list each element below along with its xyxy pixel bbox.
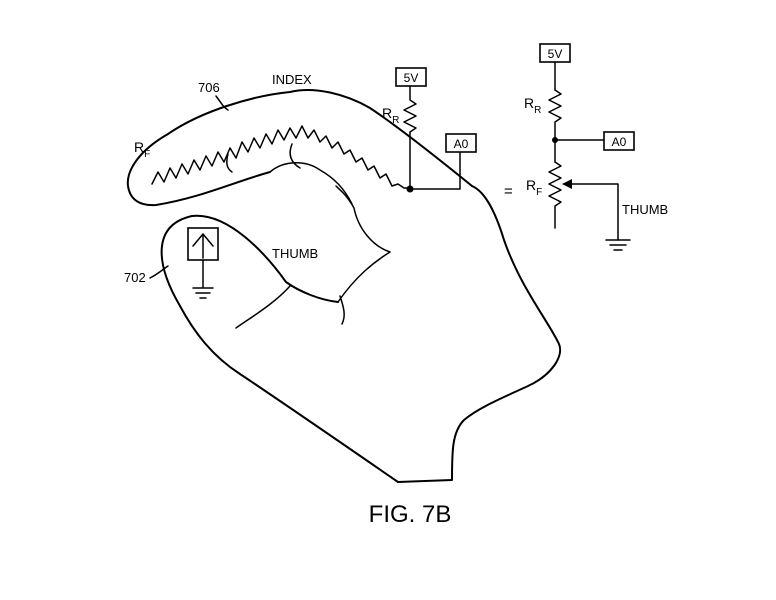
finger-resistor-zigzag xyxy=(151,125,411,189)
equivalent-circuit: 5V A0 xyxy=(539,43,635,251)
eq-wiper-line xyxy=(563,183,619,241)
figure-caption: FIG. 7B xyxy=(369,501,452,528)
eq-reference-resistor xyxy=(548,89,562,141)
index-underside-line xyxy=(269,162,353,205)
eq-wiper-arrowhead xyxy=(562,179,572,189)
thumb-sensor-arrow xyxy=(192,233,214,259)
thumb-ground-symbol xyxy=(192,259,214,299)
finger-resistor-label: RF xyxy=(134,139,150,160)
eq-output-label: A0 xyxy=(612,135,627,149)
hand-supply-label: 5V xyxy=(404,71,419,85)
eq-supply-label: 5V xyxy=(548,47,563,61)
hand-output-node: A0 xyxy=(445,133,477,153)
wire-node-to-a0 xyxy=(409,151,461,190)
equals-sign: = xyxy=(504,183,513,200)
index-crease-2 xyxy=(289,143,301,169)
ref-702: 702 xyxy=(124,270,146,285)
ref-706-leader xyxy=(215,95,229,111)
eq-output-box xyxy=(603,131,635,151)
thumb-web-line xyxy=(335,185,391,303)
thumb-knuckle-line xyxy=(339,295,345,325)
reference-resistor-label: RR xyxy=(382,105,399,126)
eq-thumb-label: THUMB xyxy=(622,202,668,217)
index-finger-outline xyxy=(126,89,473,207)
ref-702-leader xyxy=(149,265,169,279)
eq-variable-resistor xyxy=(548,161,562,229)
eq-variable-resistor-label: RF xyxy=(526,177,542,198)
index-crease-1 xyxy=(226,153,233,173)
reference-resistor-zigzag xyxy=(403,85,417,133)
hand-output-label: A0 xyxy=(454,137,469,151)
hand-drawing xyxy=(126,85,561,483)
thumb-label: THUMB xyxy=(272,246,318,261)
palm-outline xyxy=(160,185,561,483)
eq-reference-resistor-label: RR xyxy=(524,95,541,116)
hand-supply-node: 5V xyxy=(395,67,427,87)
eq-ground-symbol xyxy=(605,239,631,251)
ref-706: 706 xyxy=(198,80,220,95)
thumb-crease xyxy=(235,285,291,329)
index-label: INDEX xyxy=(272,72,312,87)
